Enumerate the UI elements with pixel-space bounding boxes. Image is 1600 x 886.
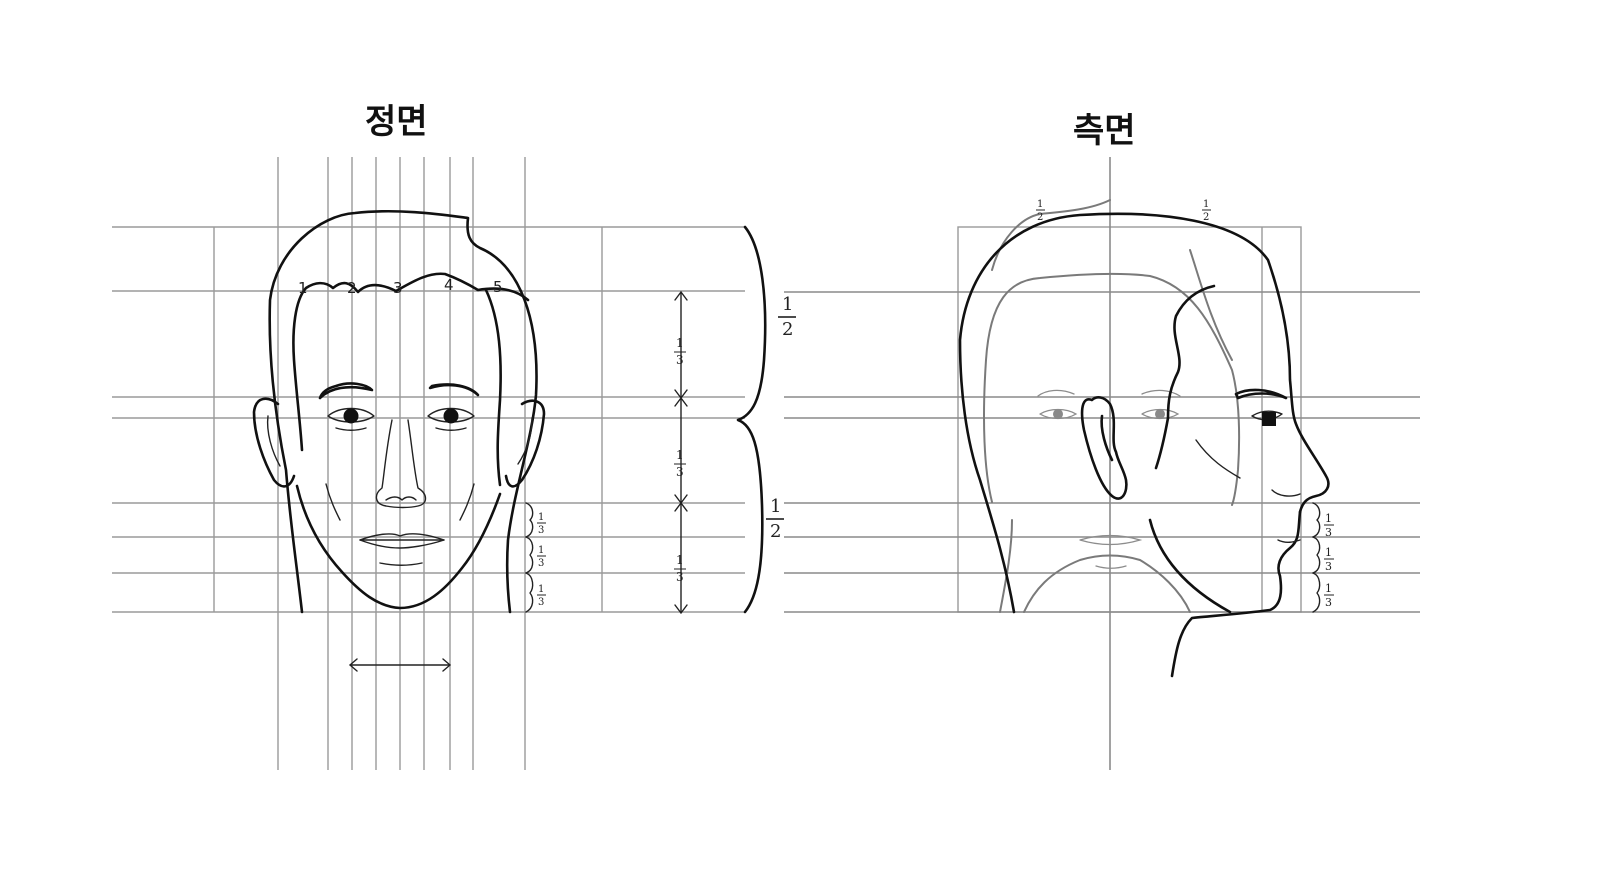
svg-text:1: 1 xyxy=(1325,582,1332,595)
side-hairline xyxy=(1166,284,1216,420)
hairline-numbers: 1 2 3 4 5 xyxy=(298,276,503,297)
side-view-title: 측면 xyxy=(1073,111,1136,151)
svg-text:3: 3 xyxy=(676,353,684,367)
svg-text:1: 1 xyxy=(1203,199,1209,210)
front-left-ear xyxy=(252,397,296,488)
front-left-eyebrow xyxy=(318,382,374,400)
side-jaw-line xyxy=(1148,518,1232,614)
front-halves-brace xyxy=(736,225,767,614)
svg-text:3: 3 xyxy=(1325,596,1332,609)
front-half-lower: 1 2 xyxy=(766,496,784,542)
svg-text:3: 3 xyxy=(1325,526,1332,539)
svg-text:3: 3 xyxy=(538,597,544,608)
front-hairline xyxy=(292,272,530,487)
front-third-lower: 1 3 xyxy=(674,553,686,584)
svg-text:3: 3 xyxy=(538,525,544,536)
front-right-eyebrow xyxy=(428,383,480,397)
svg-text:3: 3 xyxy=(676,570,684,584)
front-half-upper: 1 2 xyxy=(778,294,796,340)
front-jaw-outline xyxy=(295,484,502,610)
side-eyebrow xyxy=(1234,388,1288,400)
svg-text:1: 1 xyxy=(782,294,793,315)
front-lower-thirds-braces: 1 3 1 3 1 3 xyxy=(525,502,546,613)
svg-text:1: 1 xyxy=(538,545,544,556)
svg-text:1: 1 xyxy=(1037,199,1043,210)
svg-text:3: 3 xyxy=(538,558,544,569)
svg-text:1: 1 xyxy=(538,512,544,523)
side-iris xyxy=(1262,412,1276,426)
hairline-number-3: 3 xyxy=(393,279,403,297)
front-thirds-arrows xyxy=(674,291,688,614)
svg-text:2: 2 xyxy=(1037,212,1043,223)
side-view: 측면 xyxy=(784,111,1420,770)
front-left-iris xyxy=(343,408,359,424)
svg-text:3: 3 xyxy=(676,465,684,479)
svg-text:1: 1 xyxy=(676,448,684,462)
svg-text:2: 2 xyxy=(782,319,793,340)
svg-text:1: 1 xyxy=(770,496,781,517)
front-right-ear xyxy=(504,399,546,488)
front-view-title: 정면 xyxy=(365,102,428,142)
front-third-middle: 1 3 xyxy=(674,448,686,479)
side-ear xyxy=(1080,396,1128,500)
side-eye xyxy=(1251,410,1283,421)
side-lower-thirds-braces: 1 3 1 3 1 3 xyxy=(1312,502,1334,613)
front-view: 정면 xyxy=(112,102,796,770)
hairline-number-4: 4 xyxy=(444,276,454,294)
svg-text:1: 1 xyxy=(676,553,684,567)
svg-text:1: 1 xyxy=(1325,546,1332,559)
front-mouth xyxy=(359,533,445,549)
side-grid xyxy=(784,157,1420,770)
front-right-iris xyxy=(443,408,459,424)
svg-text:1: 1 xyxy=(538,584,544,595)
svg-text:1: 1 xyxy=(676,336,684,350)
side-profile-drawing xyxy=(958,212,1330,678)
front-face-drawing xyxy=(252,209,546,614)
front-right-eye xyxy=(427,407,475,423)
side-face-profile xyxy=(1170,510,1302,678)
side-cranium-outline xyxy=(958,212,1330,614)
front-third-upper: 1 3 xyxy=(674,336,686,367)
side-top-half-right: 1 2 xyxy=(1202,199,1211,223)
hairline-number-5: 5 xyxy=(493,278,503,296)
front-left-eye xyxy=(327,407,375,423)
eye-width-arrow xyxy=(349,658,451,672)
hairline-number-1: 1 xyxy=(298,279,308,297)
svg-text:2: 2 xyxy=(770,521,781,542)
side-top-half-left: 1 2 xyxy=(1036,199,1045,223)
front-skull-outline xyxy=(268,209,538,614)
svg-text:3: 3 xyxy=(1325,560,1332,573)
front-nose xyxy=(375,419,427,509)
svg-text:2: 2 xyxy=(1203,212,1209,223)
svg-text:1: 1 xyxy=(1325,512,1332,525)
hairline-number-2: 2 xyxy=(347,279,357,297)
front-grid xyxy=(112,157,745,770)
